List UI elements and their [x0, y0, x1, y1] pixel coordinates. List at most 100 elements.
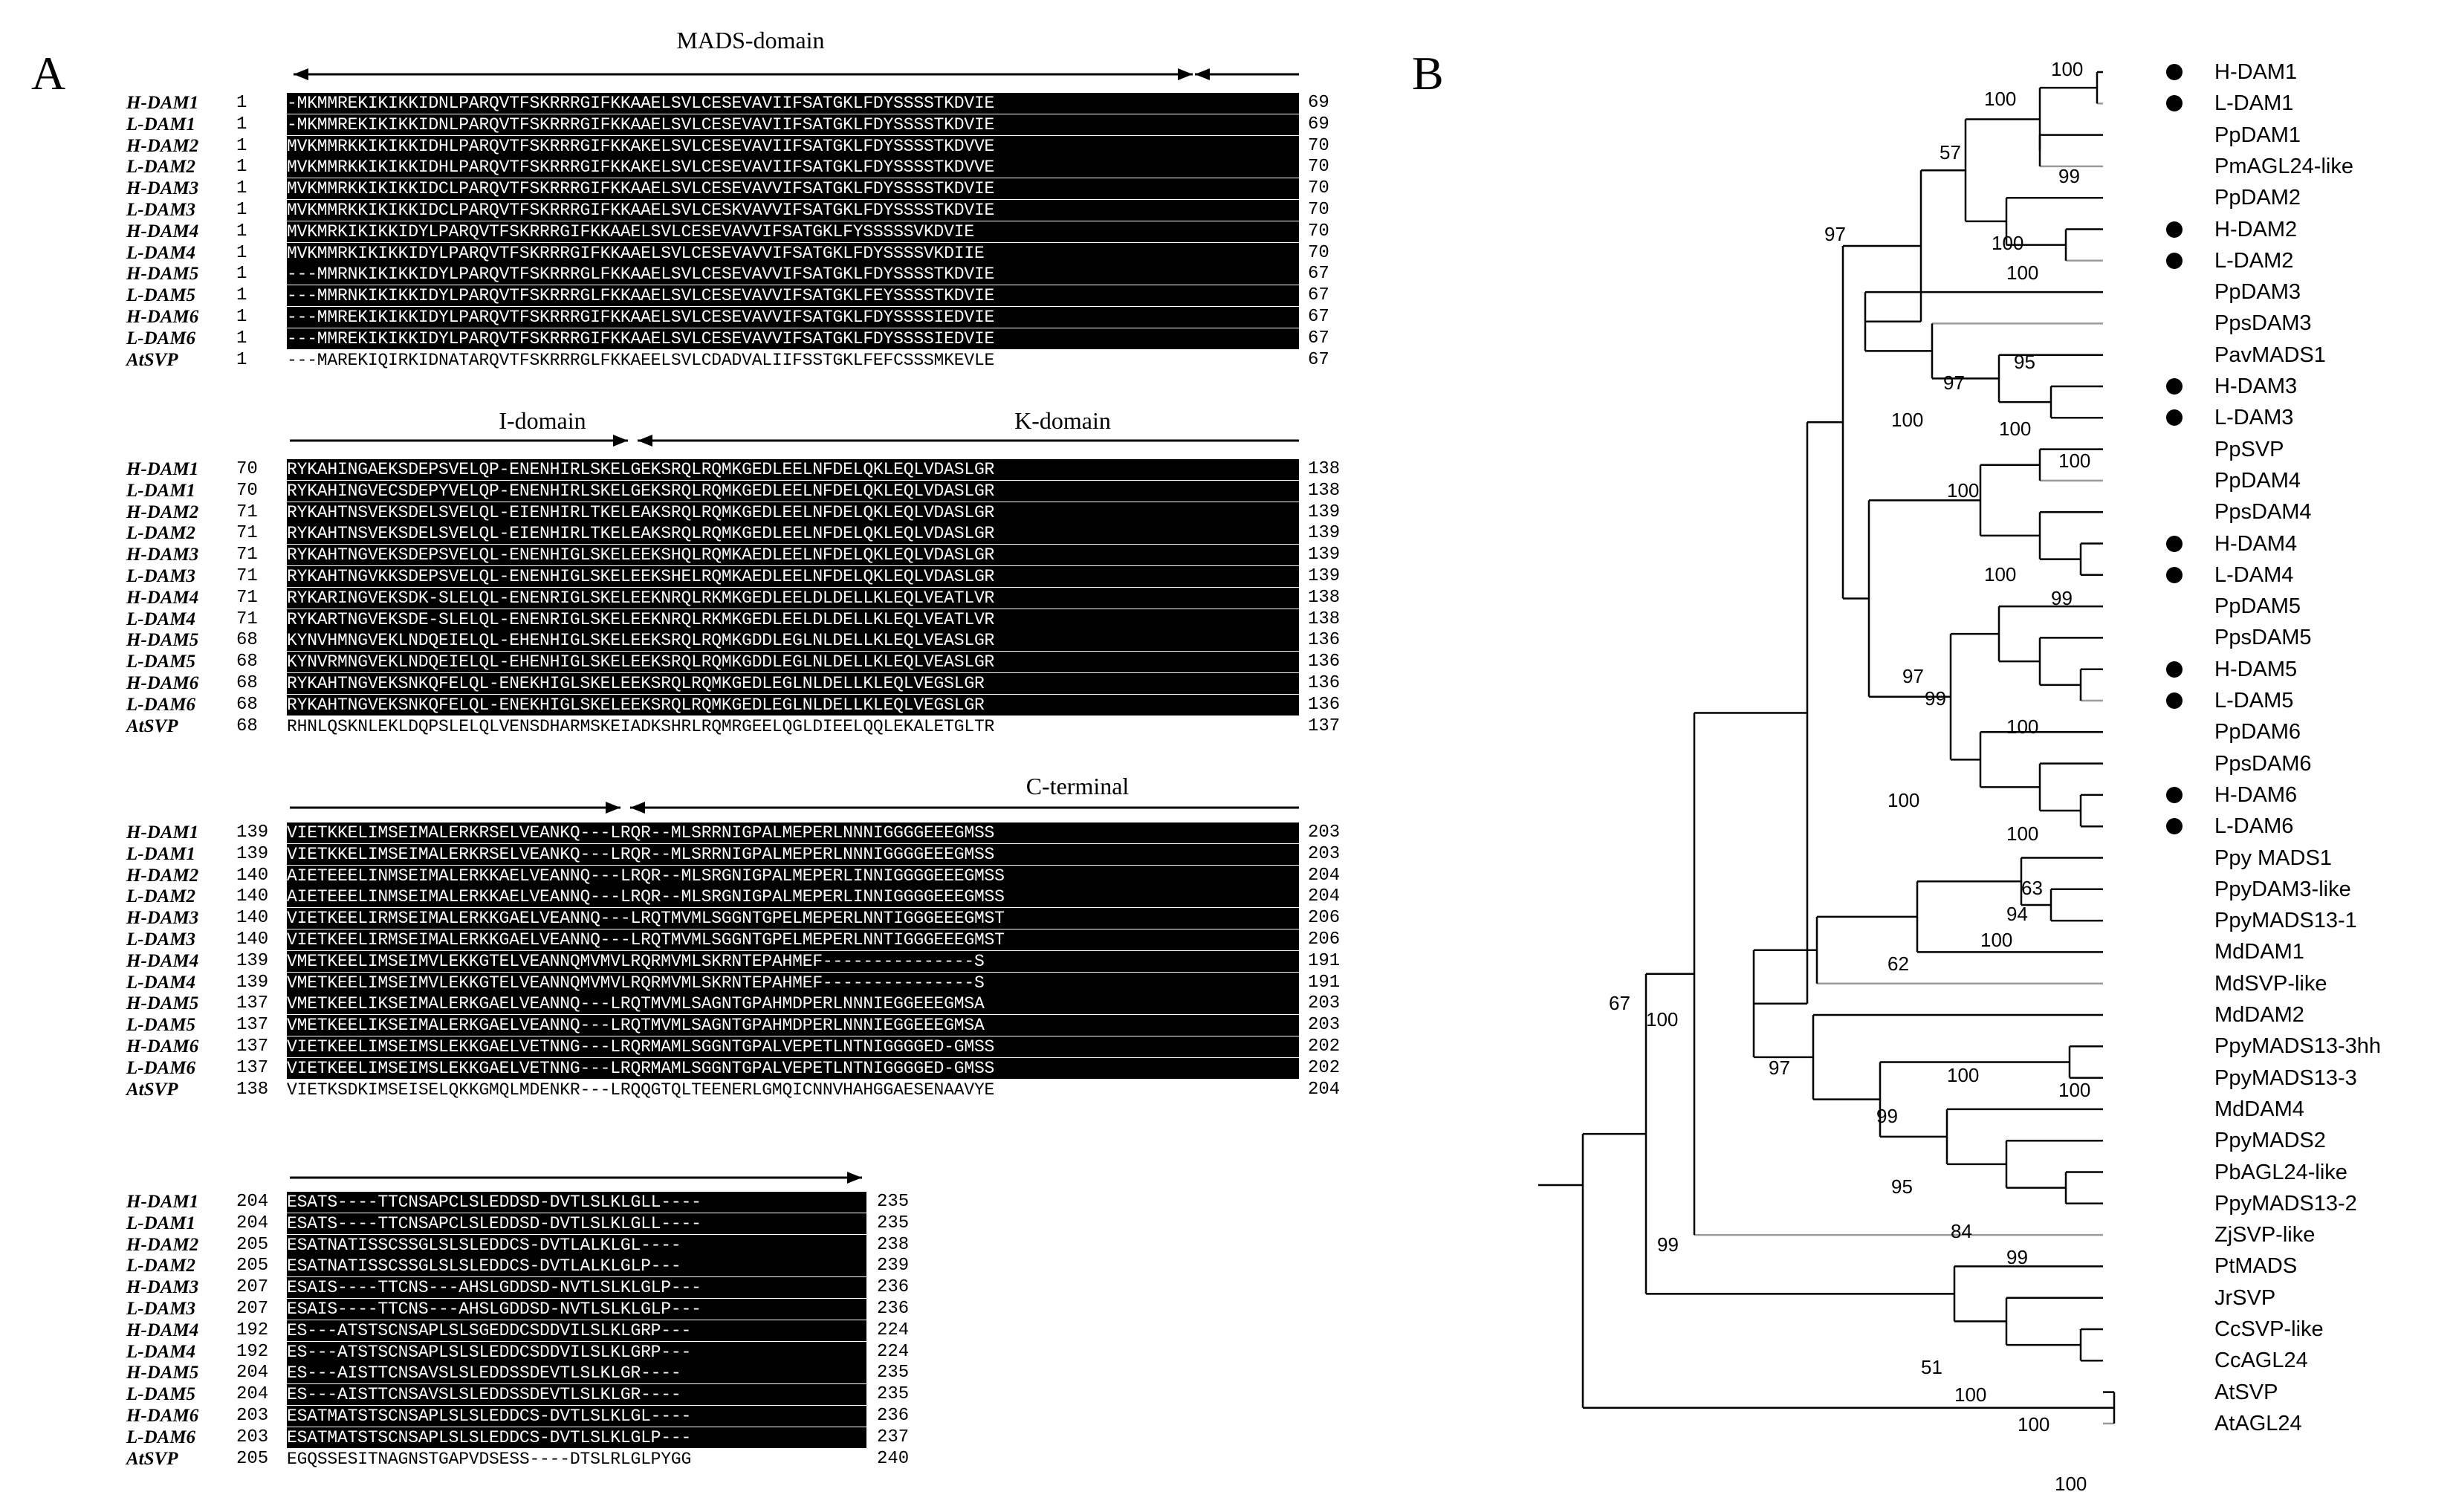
sequence-name: H-DAM4: [126, 221, 199, 241]
sequence-residues: RYKAHTNGVEKSNKQFELQL-ENEKHIGLSKELEEKSRQL…: [287, 694, 1299, 716]
tree-leaf-label: CcAGL24: [2214, 1349, 2308, 1373]
sequence-name: L-DAM5: [126, 285, 196, 306]
sequence-name: H-DAM4: [126, 587, 199, 608]
sequence-start-position: 71: [236, 523, 258, 544]
domain-label: I-domain: [499, 407, 586, 434]
sequence-end-position: 139: [1308, 545, 1341, 565]
sequence-start-position: 68: [236, 652, 258, 672]
tree-leaf-label: PpyDAM3-like: [2214, 877, 2351, 901]
cultivar-marker-dot: [2166, 566, 2183, 583]
sequence-name: L-DAM4: [126, 609, 196, 629]
sequence-residues: AIETEEELINMSEIMALERKKAELVEANNQ---LRQR--M…: [287, 865, 1299, 886]
sequence-start-position: 204: [236, 1213, 269, 1233]
tree-leaf-label: PpsDAM5: [2214, 626, 2312, 650]
tree-leaf-label: H-DAM4: [2214, 531, 2298, 556]
sequence-start-position: 139: [236, 950, 269, 971]
sequence-start-position: 71: [236, 502, 258, 522]
tree-leaf-label: PmAGL24-like: [2214, 154, 2353, 178]
bootstrap-value: 97: [1824, 223, 1846, 245]
sequence-end-position: 191: [1308, 950, 1341, 971]
sequence-name: L-DAM5: [126, 1015, 196, 1036]
bootstrap-value: 57: [1940, 141, 1961, 163]
bootstrap-value: 62: [1887, 953, 1909, 975]
sequence-start-position: 137: [236, 1057, 269, 1078]
sequence-name: H-DAM6: [126, 673, 199, 693]
sequence-end-position: 203: [1308, 843, 1341, 864]
sequence-name: H-DAM1: [126, 1192, 199, 1212]
bootstrap-value: 100: [2051, 58, 2084, 80]
sequence-end-position: 202: [1308, 1036, 1341, 1057]
sequence-residues: ESATNATISSCSSGLSLSLEDDCS-DVTLALKLGLP---: [287, 1256, 866, 1277]
tree-leaf-label: PpsDAM4: [2214, 500, 2312, 525]
bootstrap-value: 100: [2055, 1473, 2087, 1495]
bootstrap-value: 100: [1646, 1008, 1679, 1031]
sequence-start-position: 1: [236, 93, 247, 113]
sequence-end-position: 139: [1308, 566, 1341, 586]
sequence-end-position: 70: [1308, 200, 1329, 220]
sequence-name: L-DAM1: [126, 480, 196, 501]
cultivar-marker-dot: [2166, 378, 2183, 395]
tree-leaf-label: L-DAM2: [2214, 248, 2294, 273]
sequence-end-position: 139: [1308, 502, 1341, 522]
bootstrap-value: 100: [1947, 479, 1980, 502]
c-terminal-arrow-cont: [290, 1172, 862, 1184]
sequence-name: H-DAM4: [126, 1320, 199, 1340]
sequence-residues: ESATS----TTCNSAPCLSLEDDSD-DVTLSLKLGLL---…: [287, 1192, 866, 1213]
sequence-name: H-DAM5: [126, 993, 199, 1014]
tree-leaf-label: L-DAM6: [2214, 814, 2294, 839]
sequence-start-position: 1: [236, 242, 247, 263]
sequence-start-position: 205: [236, 1256, 269, 1276]
sequence-residues: MVKMMRKKIKIKKIDCLPARQVTFSKRRRGIFKKAAELSV…: [287, 200, 1299, 221]
mads-domain-arrow: [294, 68, 1193, 80]
sequence-residues: AIETEEELINMSEIMALERKKAELVEANNQ---LRQR--M…: [287, 886, 1299, 908]
sequence-residues: RYKAHTNSVEKSDELSVELQL-EIENHIRLTKELEAKSRQ…: [287, 523, 1299, 545]
sequence-residues: ES---ATSTSCNSAPLSLSLEDDCSDDVILSLKLGRP---: [287, 1341, 866, 1363]
sequence-name: H-DAM4: [126, 950, 199, 971]
tree-leaf-label: H-DAM1: [2214, 60, 2298, 84]
tree-leaf-label: CcSVP-like: [2214, 1317, 2324, 1341]
sequence-name: L-DAM2: [126, 157, 196, 178]
sequence-residues: RYKAHINGAEKSDEPSVELQP-ENENHIRLSKELGEKSRQ…: [287, 459, 1299, 480]
sequence-start-position: 1: [236, 221, 247, 241]
sequence-end-position: 206: [1308, 929, 1341, 950]
sequence-start-position: 204: [236, 1192, 269, 1212]
sequence-start-position: 1: [236, 178, 247, 199]
tree-leaf-label: H-DAM5: [2214, 657, 2298, 681]
sequence-name: H-DAM6: [126, 1036, 199, 1057]
tree-leaf-label: L-DAM4: [2214, 562, 2294, 587]
bootstrap-value: 100: [1992, 232, 2024, 254]
sequence-residues: ESAIS----TTCNS---AHSLGDDSD-NVTLSLKLGLP--…: [287, 1299, 866, 1320]
tree-leaf-label: PpDAM5: [2214, 594, 2301, 619]
sequence-name: H-DAM3: [126, 908, 199, 929]
sequence-start-position: 205: [236, 1448, 269, 1469]
sequence-end-position: 204: [1308, 1079, 1341, 1100]
sequence-start-position: 205: [236, 1234, 269, 1255]
sequence-residues: ---MAREKIQIRKIDNATARQVTFSKRRRGLFKKAEELSV…: [287, 349, 1299, 371]
bootstrap-value: 99: [2051, 587, 2073, 609]
sequence-start-position: 1: [236, 135, 247, 156]
sequence-end-position: 136: [1308, 673, 1341, 693]
cultivar-marker-dot: [2166, 661, 2183, 678]
tree-leaf-label: PpsDAM3: [2214, 311, 2312, 336]
sequence-name: L-DAM1: [126, 1213, 196, 1233]
tree-leaf-label: MdDAM1: [2214, 940, 2304, 964]
sequence-end-position: 67: [1308, 307, 1329, 327]
sequence-name: AtSVP: [126, 349, 178, 370]
sequence-start-position: 137: [236, 1015, 269, 1036]
sequence-end-position: 204: [1308, 865, 1341, 886]
sequence-residues: ---MMRNKIKIKKIDYLPARQVTFSKRRRGLFKKAAELSV…: [287, 285, 1299, 307]
sequence-start-position: 68: [236, 630, 258, 651]
sequence-name: H-DAM6: [126, 307, 199, 327]
sequence-residues: VIETKEELIMSEIMSLEKKGAELVETNNG---LRQRMAML…: [287, 1057, 1299, 1079]
tree-leaf-label: PpyMADS13-3: [2214, 1065, 2357, 1090]
bootstrap-value: 95: [2014, 351, 2035, 373]
sequence-start-position: 192: [236, 1320, 269, 1340]
tree-leaf-label: MdSVP-like: [2214, 971, 2327, 996]
sequence-residues: MVKMRKIKIKKIDYLPARQVTFSKRRRGIFKKAAELSVLC…: [287, 221, 1299, 242]
sequence-start-position: 70: [236, 480, 258, 501]
sequence-residues: ESAIS----TTCNS---AHSLGDDSD-NVTLSLKLGLP--…: [287, 1277, 866, 1299]
sequence-end-position: 239: [877, 1256, 910, 1276]
sequence-end-position: 236: [877, 1406, 910, 1426]
sequence-start-position: 137: [236, 1036, 269, 1057]
cultivar-marker-dot: [2166, 221, 2183, 238]
